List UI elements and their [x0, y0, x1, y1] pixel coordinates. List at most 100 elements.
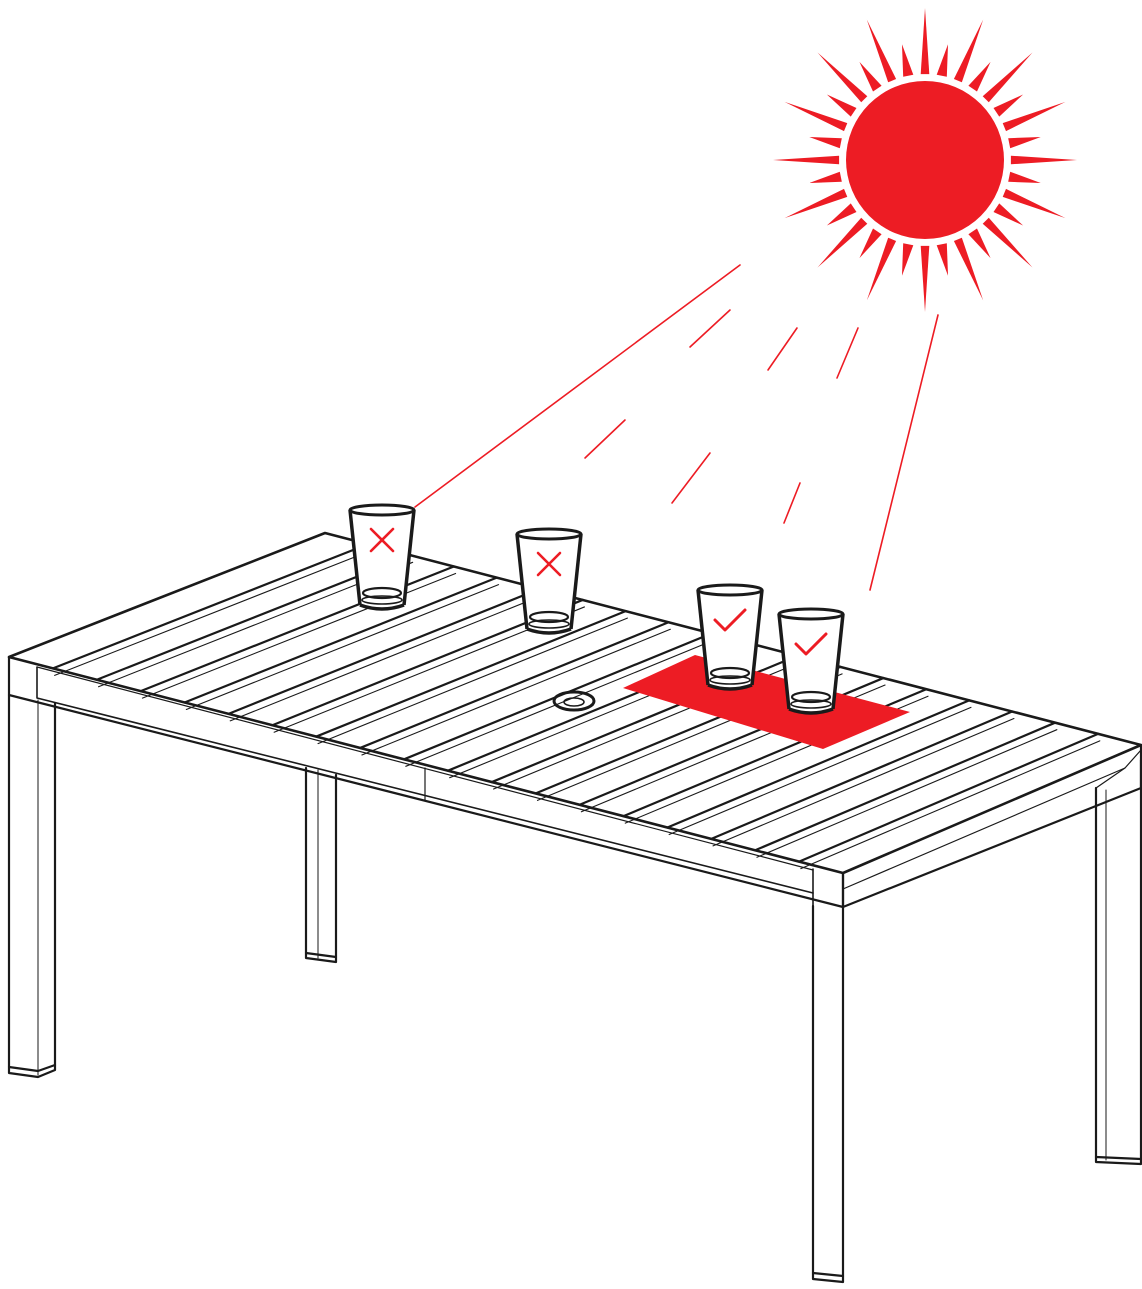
glass-correct: [696, 583, 764, 691]
sun-ray: [1008, 171, 1041, 184]
sun-ray: [982, 217, 1033, 268]
glass-wrong: [348, 503, 416, 611]
glass-side: [569, 533, 583, 630]
sun-ray: [817, 52, 868, 103]
sun-ray: [920, 245, 930, 312]
table-slat-gap: [227, 587, 541, 715]
table-apron-side: [841, 743, 1142, 909]
sun-ray: [1008, 136, 1041, 149]
glass-fill: [350, 510, 414, 609]
table-leg-front-left: [7, 693, 57, 1079]
sun-ray: [859, 61, 882, 92]
sunray-line-left: [414, 264, 741, 508]
table-slat-gap: [51, 543, 370, 670]
glass-rim: [696, 583, 764, 597]
check-icon: [713, 608, 747, 632]
table-slat-gap: [754, 721, 1057, 852]
glass-rim: [348, 503, 416, 517]
glass-bottom: [361, 586, 403, 600]
glass-base: [359, 603, 405, 611]
sun-ray: [866, 19, 897, 83]
check-icon: [794, 632, 828, 656]
umbrella-hole: [552, 690, 596, 712]
table-slat-edge: [800, 740, 1101, 870]
sun-ray: [1002, 101, 1066, 132]
glass-bottom-inner: [528, 619, 570, 629]
glass-highlight: [520, 571, 525, 598]
sun-ray: [809, 171, 842, 184]
sun-ray: [936, 44, 949, 77]
table-slat-edge: [229, 595, 543, 722]
sunray-dash: [689, 309, 731, 348]
table-slat-edge: [405, 639, 714, 767]
glass-base: [707, 683, 753, 691]
table-slat-edge: [668, 706, 972, 836]
protective-mat: [623, 655, 910, 749]
table-slat-edge: [185, 584, 500, 711]
sun-icon: [773, 8, 1077, 312]
cross-icon: [369, 527, 395, 553]
sunray-dash: [783, 482, 801, 524]
table-slat-gap: [710, 710, 1014, 840]
sunray-line-right: [869, 314, 939, 591]
table-slat-edge: [54, 550, 371, 676]
sun-ray: [901, 44, 914, 77]
sunlight-rays: [414, 264, 939, 591]
glass-rim: [515, 527, 583, 541]
table-slat-edge: [756, 729, 1058, 858]
glass-highlight: [353, 547, 358, 574]
table-slat-edge: [712, 717, 1015, 847]
table-leg-back-left: [304, 766, 338, 964]
glass-fill: [517, 534, 581, 633]
sun-ray: [953, 19, 984, 83]
glass-correct: [777, 607, 845, 715]
sunray-dash: [584, 419, 626, 459]
glass-highlight: [782, 651, 787, 678]
glass-fill: [698, 590, 762, 689]
glass-bottom: [790, 690, 832, 704]
glass-fill: [779, 614, 843, 713]
glass-bottom-inner: [709, 675, 751, 685]
glass-bottom-inner: [790, 699, 832, 709]
table-slat-gap: [315, 610, 627, 738]
glass-highlight: [701, 627, 706, 654]
glass-base: [526, 627, 572, 635]
sun-ray: [993, 203, 1024, 226]
sun-ray: [826, 203, 857, 226]
sunray-dash: [671, 452, 711, 504]
sunray-dash: [767, 327, 798, 371]
glass-wrong: [515, 527, 583, 635]
sun-ray: [953, 237, 984, 301]
sun-ray: [936, 243, 949, 276]
sun-ray: [866, 237, 897, 301]
sun-ray: [982, 52, 1033, 103]
sun-ray: [817, 217, 868, 268]
sun-ray: [826, 94, 857, 117]
glass-bottom: [709, 666, 751, 680]
table-slat-gap: [666, 699, 971, 829]
sun-ray: [968, 61, 991, 92]
sun-ray: [901, 243, 914, 276]
table-slats: [51, 543, 1101, 870]
sun-ray: [784, 101, 848, 132]
sun-ray: [809, 136, 842, 149]
sun-ray: [784, 188, 848, 219]
sunray-dash: [836, 327, 859, 379]
table-slat-gap: [183, 576, 498, 704]
cross-icon: [536, 551, 562, 577]
sun-ray: [859, 228, 882, 259]
table-leg-back-right: [1094, 758, 1142, 1166]
sun-ray: [968, 228, 991, 259]
glass-rim: [777, 607, 845, 621]
sun-ray: [993, 94, 1024, 117]
table: [7, 531, 1142, 1284]
table-slat-edge: [361, 628, 671, 756]
glass-bottom-inner: [361, 595, 403, 605]
glass-bottom: [528, 610, 570, 624]
glass-side: [402, 509, 416, 606]
sun-ray: [1010, 155, 1077, 165]
table-slat-edge: [317, 617, 628, 745]
table-slat-gap: [359, 621, 670, 750]
glass-side: [750, 589, 764, 686]
